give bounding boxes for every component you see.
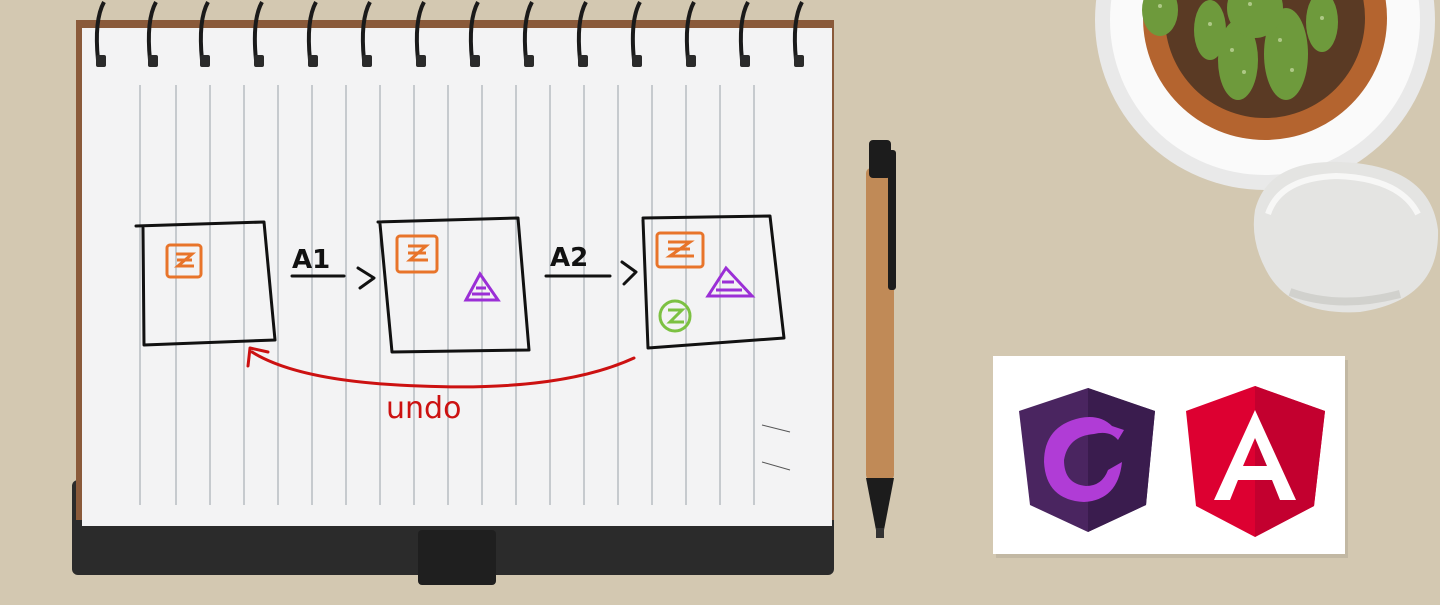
state-diagram <box>134 214 786 354</box>
undo-arrow <box>250 350 636 389</box>
logo-card <box>993 356 1348 558</box>
spiral-binding <box>94 1 804 61</box>
arrow-a1-head <box>356 266 376 290</box>
notebook-elastic-band <box>418 530 496 585</box>
page-rulings <box>139 85 755 505</box>
state-box-initial <box>134 220 277 347</box>
pen-tip <box>866 478 894 530</box>
orange-square-3 <box>655 231 705 269</box>
state-box-after-a1 <box>376 216 531 354</box>
cactus <box>1142 0 1338 100</box>
cactus-pot <box>1095 0 1435 190</box>
undo-arrow-head <box>246 346 270 368</box>
orange-square-shapes <box>165 231 705 279</box>
notebook-page <box>82 28 832 526</box>
arrow-a1-label: A1 <box>292 245 330 275</box>
notebook <box>72 1 834 585</box>
purple-triangle-1 <box>463 271 501 302</box>
arrow-a2-label: A2 <box>550 243 588 273</box>
orange-square-2 <box>395 234 439 274</box>
orange-square-1 <box>165 243 203 279</box>
ngrx-logo <box>1019 388 1155 532</box>
undo-label: undo <box>386 391 461 426</box>
arrow-a2-head <box>620 260 638 286</box>
purple-triangle-2 <box>705 265 756 298</box>
state-box-after-a2 <box>641 214 786 350</box>
binding-holes <box>96 55 804 67</box>
purple-triangle-shapes <box>463 265 756 302</box>
pen-clip <box>888 150 896 290</box>
pen-barrel <box>866 168 894 480</box>
angular-logo <box>1186 386 1325 537</box>
green-circle-shape <box>658 299 692 333</box>
pen-cap <box>869 140 891 178</box>
pen <box>866 140 896 538</box>
stone <box>1253 161 1439 313</box>
